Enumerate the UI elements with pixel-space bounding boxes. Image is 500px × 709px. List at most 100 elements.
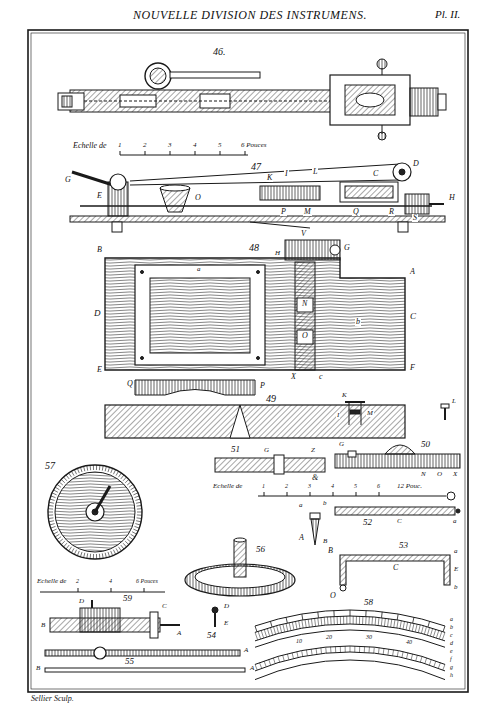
toothed-wheel [105, 466, 106, 471]
divided-arc [439, 631, 442, 639]
scale-mark: 3 [167, 142, 173, 149]
divided-arc [320, 617, 322, 625]
divided-arc [258, 631, 261, 639]
wooden-board [297, 330, 313, 344]
toothed-wheel [55, 487, 59, 490]
part-letter: A [298, 534, 305, 542]
figure-number: 54 [206, 631, 217, 640]
divided-arc [317, 612, 319, 618]
toothed-wheel [50, 499, 55, 500]
toothed-wheel [49, 521, 54, 522]
part-letter: O [194, 194, 202, 202]
divided-arc [255, 630, 445, 647]
part-letter: a [298, 502, 304, 509]
toothed-wheel [69, 473, 72, 477]
toothed-wheel [127, 539, 131, 542]
plate-frame [31, 33, 465, 689]
part-letter: V [300, 230, 307, 238]
dividing-engine-elevation [70, 216, 445, 222]
part-letter: E [96, 192, 103, 200]
toothed-wheel [137, 508, 142, 509]
part-letter: B [96, 246, 103, 254]
divided-arc [335, 646, 336, 652]
divided-arc [289, 623, 291, 631]
toothed-wheel [72, 471, 75, 475]
wooden-board [285, 240, 340, 260]
divided-arc [308, 619, 309, 627]
screw-point [310, 513, 320, 519]
toothed-wheel [137, 512, 142, 513]
scale-bar [111, 588, 112, 592]
board-section [230, 405, 250, 438]
flat-bars [45, 647, 245, 672]
toothed-wheel [55, 472, 135, 552]
divided-arc [375, 617, 377, 625]
scale-mark: 6 Pouces [240, 142, 267, 149]
figure-number: 55 [124, 657, 135, 666]
divided-arc [394, 620, 395, 628]
divided-arc [420, 656, 422, 662]
dividing-engine-elevation [398, 222, 408, 232]
figure-number: 57 [44, 461, 56, 471]
part-letter: b [453, 584, 459, 591]
divided-arc [409, 623, 411, 631]
scale-bar [310, 492, 311, 496]
part-letter: E [223, 620, 229, 627]
part-letter: B [35, 665, 41, 672]
divided-arc [306, 650, 307, 656]
divided-arc [397, 651, 398, 657]
divided-arc [316, 648, 318, 654]
part-letter: I [336, 412, 340, 419]
toothed-wheel [74, 550, 76, 554]
part-letter: H [274, 250, 281, 257]
toothed-wheel [69, 547, 72, 551]
divided-arc [255, 660, 445, 680]
toothed-wheel [74, 470, 76, 474]
dividing-engine-plan [410, 88, 438, 116]
divided-arc [359, 616, 360, 624]
part-letter: d [449, 640, 454, 646]
part-letter: Q [352, 208, 360, 216]
divided-arc [340, 616, 341, 624]
divided-arc [407, 653, 408, 659]
divided-arc [384, 618, 386, 626]
divided-arc [436, 630, 439, 638]
toothed-wheel [61, 479, 65, 482]
toothed-wheel [86, 553, 88, 558]
scale-mark: 1 [117, 142, 123, 149]
part-letter: O [329, 592, 337, 600]
divided-arc [378, 617, 380, 625]
part-letter: O [301, 332, 309, 340]
divided-arc [429, 659, 431, 665]
divided-arc [416, 655, 418, 661]
toothed-wheel [111, 468, 113, 473]
divided-arc [255, 626, 257, 632]
toothed-wheel [137, 505, 142, 507]
divided-arc [264, 661, 266, 667]
toothed-wheel [137, 517, 142, 519]
dividing-engine-elevation [160, 185, 190, 191]
part-letter: N [420, 471, 427, 478]
divided-arc [362, 616, 363, 624]
divided-arc [443, 664, 445, 670]
divided-arc [427, 627, 429, 635]
divided-arc [261, 630, 264, 638]
part-letter: G [338, 441, 345, 448]
divided-arc [371, 617, 373, 625]
divided-arc [403, 621, 405, 629]
part-letter: K [266, 174, 273, 182]
scale-mark: 6 Pouces [135, 578, 159, 584]
rule-piece [215, 455, 325, 474]
scale-bar [333, 492, 334, 496]
part-letter: B [322, 538, 328, 545]
toothed-wheel [61, 541, 65, 544]
dividing-engine-plan [58, 59, 446, 140]
part-letter: X [290, 373, 297, 381]
divided-arc [333, 616, 334, 624]
divided-arc [286, 623, 288, 631]
part-letter: b [355, 318, 361, 326]
part-letter: f [449, 656, 453, 662]
figure-number: 56 [255, 545, 266, 554]
divided-arc [264, 629, 266, 637]
